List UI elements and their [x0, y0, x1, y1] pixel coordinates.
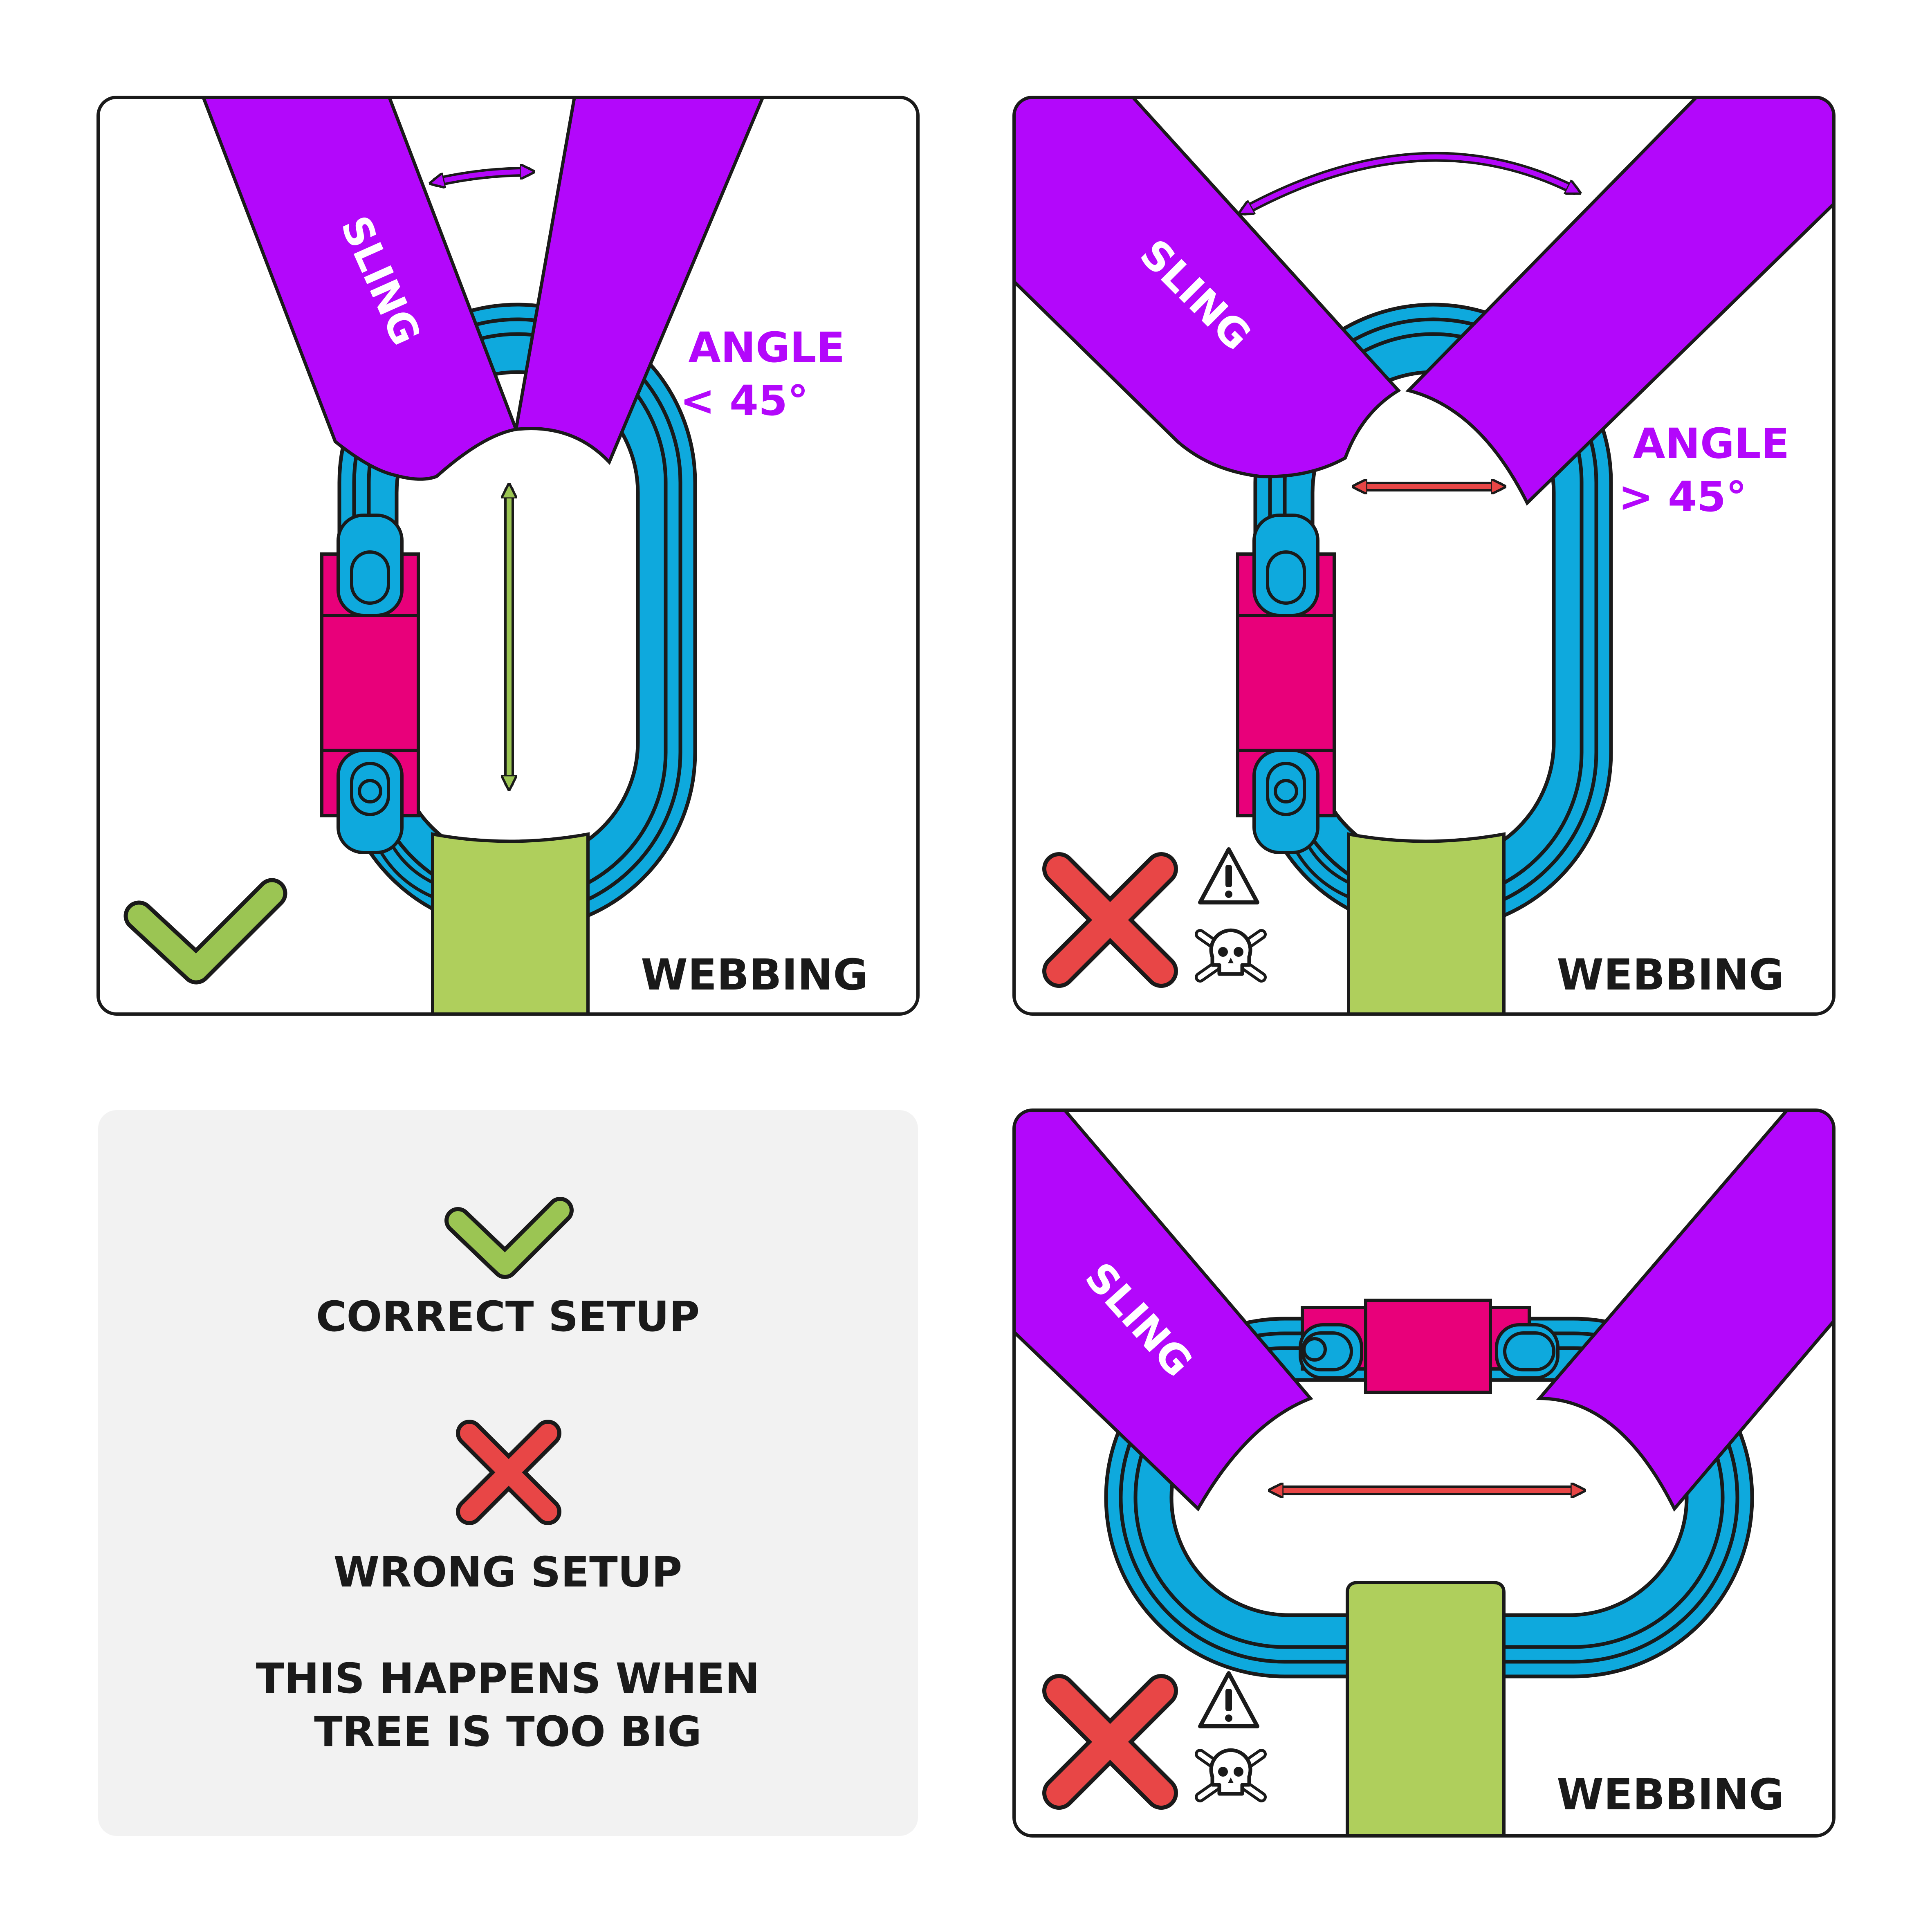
- correct-setup-label: CORRECT SETUP: [316, 1292, 700, 1341]
- webbing-label: WEBBING: [1557, 1770, 1784, 1820]
- webbing-strap: [1347, 832, 1506, 1014]
- cross-icon: [456, 1420, 561, 1525]
- sling-strap-left: [192, 97, 518, 481]
- angle-value: < 45°: [680, 377, 808, 425]
- sling-strap-left: [1014, 1110, 1313, 1512]
- angle-value: > 45°: [1618, 473, 1747, 521]
- panel-wrong-cross-border: [1012, 1108, 1836, 1838]
- carabiner-gate: [1238, 515, 1334, 853]
- angle-label: ANGLE: [1633, 420, 1790, 468]
- note-line-2: TREE IS TOO BIG: [314, 1708, 702, 1756]
- angle-arrow: [1245, 154, 1574, 211]
- panel-correct-border: [96, 96, 920, 1016]
- cross-icon: [1042, 1674, 1178, 1810]
- angle-arrow: [437, 172, 527, 182]
- webbing-strap: [1346, 1581, 1506, 1836]
- carabiner-gate: [322, 515, 418, 853]
- sling-strap-right: [1405, 97, 1834, 506]
- panel-wrong-wide-angle: SLING ANGLE > 45° WEBBING: [1012, 96, 1836, 1016]
- wrong-setup-label: WRONG SETUP: [334, 1548, 682, 1597]
- carabiner-gate: [1299, 1299, 1560, 1394]
- panel-correct: SLING ANGLE < 45° WEBBING: [96, 96, 920, 1016]
- sling-strap-left: [1014, 97, 1401, 478]
- note-line-1: THIS HAPPENS WHEN: [256, 1654, 760, 1703]
- webbing-label: WEBBING: [1557, 950, 1784, 1000]
- cross-icon: [1042, 852, 1178, 988]
- webbing-strap: [431, 832, 590, 1014]
- sling-strap-right: [514, 97, 776, 465]
- panel-wrong-wide-border: [1012, 96, 1836, 1016]
- panel-wrong-cross-loaded: SLING WEBBING: [1012, 1108, 1836, 1838]
- angle-label: ANGLE: [689, 323, 845, 372]
- checkmark-icon: [444, 1197, 574, 1279]
- legend-panel: CORRECT SETUP WRONG SETUP THIS HAPPENS W…: [98, 1110, 918, 1836]
- sling-strap-right: [1536, 1110, 1834, 1512]
- webbing-label: WEBBING: [641, 950, 868, 1000]
